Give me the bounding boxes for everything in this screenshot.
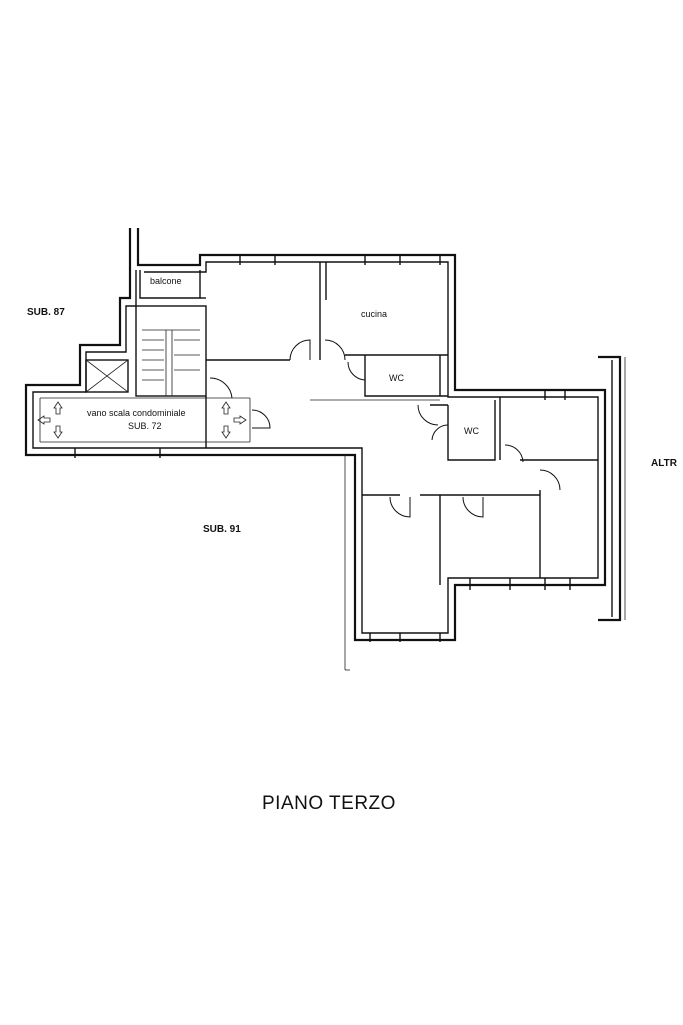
windows [74,255,571,642]
label-stair: vano scala condominiale [87,408,186,418]
exterior-walls [24,228,626,671]
interior-walls [39,262,598,585]
label-altr: ALTR [651,458,678,469]
label-wc-2: WC [464,426,479,436]
label-cucina: cucina [361,309,387,319]
stair-arrows [37,401,247,439]
floor-title: PIANO TERZO [262,793,396,814]
label-sub-91: SUB. 91 [203,524,241,535]
label-sub-87: SUB. 87 [27,307,65,318]
label-wc-1: WC [389,373,404,383]
doors [209,339,561,518]
label-balcone: balcone [150,276,182,286]
label-sub-72: SUB. 72 [128,421,162,431]
